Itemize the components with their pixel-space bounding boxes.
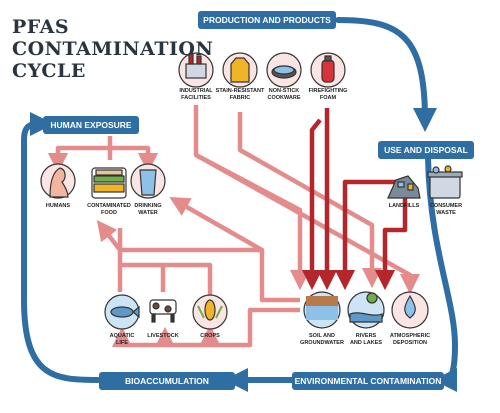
label-contaminated-food: CONTAMINATED FOOD	[87, 203, 131, 216]
flow-human-to-humans	[47, 136, 113, 174]
header-use-disposal: USE AND DISPOSAL	[378, 141, 474, 159]
icon-group-disposal	[387, 165, 463, 199]
header-human-exposure: HUMAN EXPOSURE	[43, 116, 139, 134]
label-rivers: RIVERS AND LAKES	[349, 333, 383, 346]
contaminated-food-icon	[91, 167, 127, 199]
label-aquatic: AQUATIC LIFE	[109, 333, 135, 346]
icon-circles-production	[178, 52, 346, 88]
label-cookware: NON-STICK COOKWARE	[267, 88, 301, 101]
cycle-arrows	[21, 17, 459, 392]
arrow-bioaccumulation-to-human	[21, 112, 101, 383]
flow-cookware-to-rivers	[237, 112, 383, 289]
flow-soil-to-food	[96, 219, 262, 253]
flow-landfill-to-rivers	[374, 195, 408, 291]
label-atmospheric: ATMOSPHERIC DEPOSITION	[389, 333, 431, 346]
red-flows	[301, 108, 408, 291]
flow-to-aquatic	[111, 326, 165, 348]
label-industrial: INDUSTRIAL FACILITIES	[179, 88, 213, 101]
header-production: PRODUCTION AND PRODUCTS	[198, 11, 336, 29]
flow-soil-to-crops	[199, 307, 300, 348]
label-humans: HUMANS	[45, 203, 71, 209]
page-title: PFAS CONTAMINATION CYCLE	[12, 16, 213, 82]
label-fabric: STAIN-RESISTANT FABRIC	[215, 88, 265, 101]
title-line-2: CONTAMINATION	[12, 38, 214, 60]
label-crops: CROPS	[200, 333, 220, 339]
flow-foam-to-soil-2	[301, 118, 323, 291]
flow-fabric-to-atmo	[193, 105, 421, 295]
flow-soil-to-water	[169, 196, 300, 303]
flow-human-to-water	[110, 145, 159, 174]
label-drinking-water: DRINKING WATER	[134, 203, 162, 216]
icon-circles-human	[40, 163, 166, 199]
title-line-3: CYCLE	[12, 60, 86, 82]
pink-flows	[47, 105, 421, 348]
flow-industrial-to-soil	[194, 153, 311, 291]
label-foam: FIREFIGHTING FOAM	[308, 88, 348, 101]
label-consumer-waste: CONSUMER WASTE	[429, 203, 463, 216]
landfills-icon	[387, 175, 421, 199]
label-landfills: LANDFILLS	[388, 203, 420, 209]
arrow-use-to-environment	[425, 155, 459, 392]
label-soil: SOIL AND GROUNDWATER	[300, 333, 344, 346]
livestock-icon	[149, 299, 177, 323]
header-bioaccumulation: BIOACCUMULATION	[99, 372, 235, 390]
icon-circles-bio	[104, 294, 228, 330]
consumer-waste-icon	[427, 165, 463, 199]
title-line-1: PFAS	[12, 16, 70, 38]
arrow-production-to-use	[335, 17, 437, 132]
header-environmental: ENVIRONMENTAL CONTAMINATION	[292, 372, 444, 390]
flow-landfill-to-soil	[334, 179, 398, 291]
icon-circles-environment	[303, 291, 429, 329]
label-livestock: LIVESTOCK	[147, 333, 179, 339]
